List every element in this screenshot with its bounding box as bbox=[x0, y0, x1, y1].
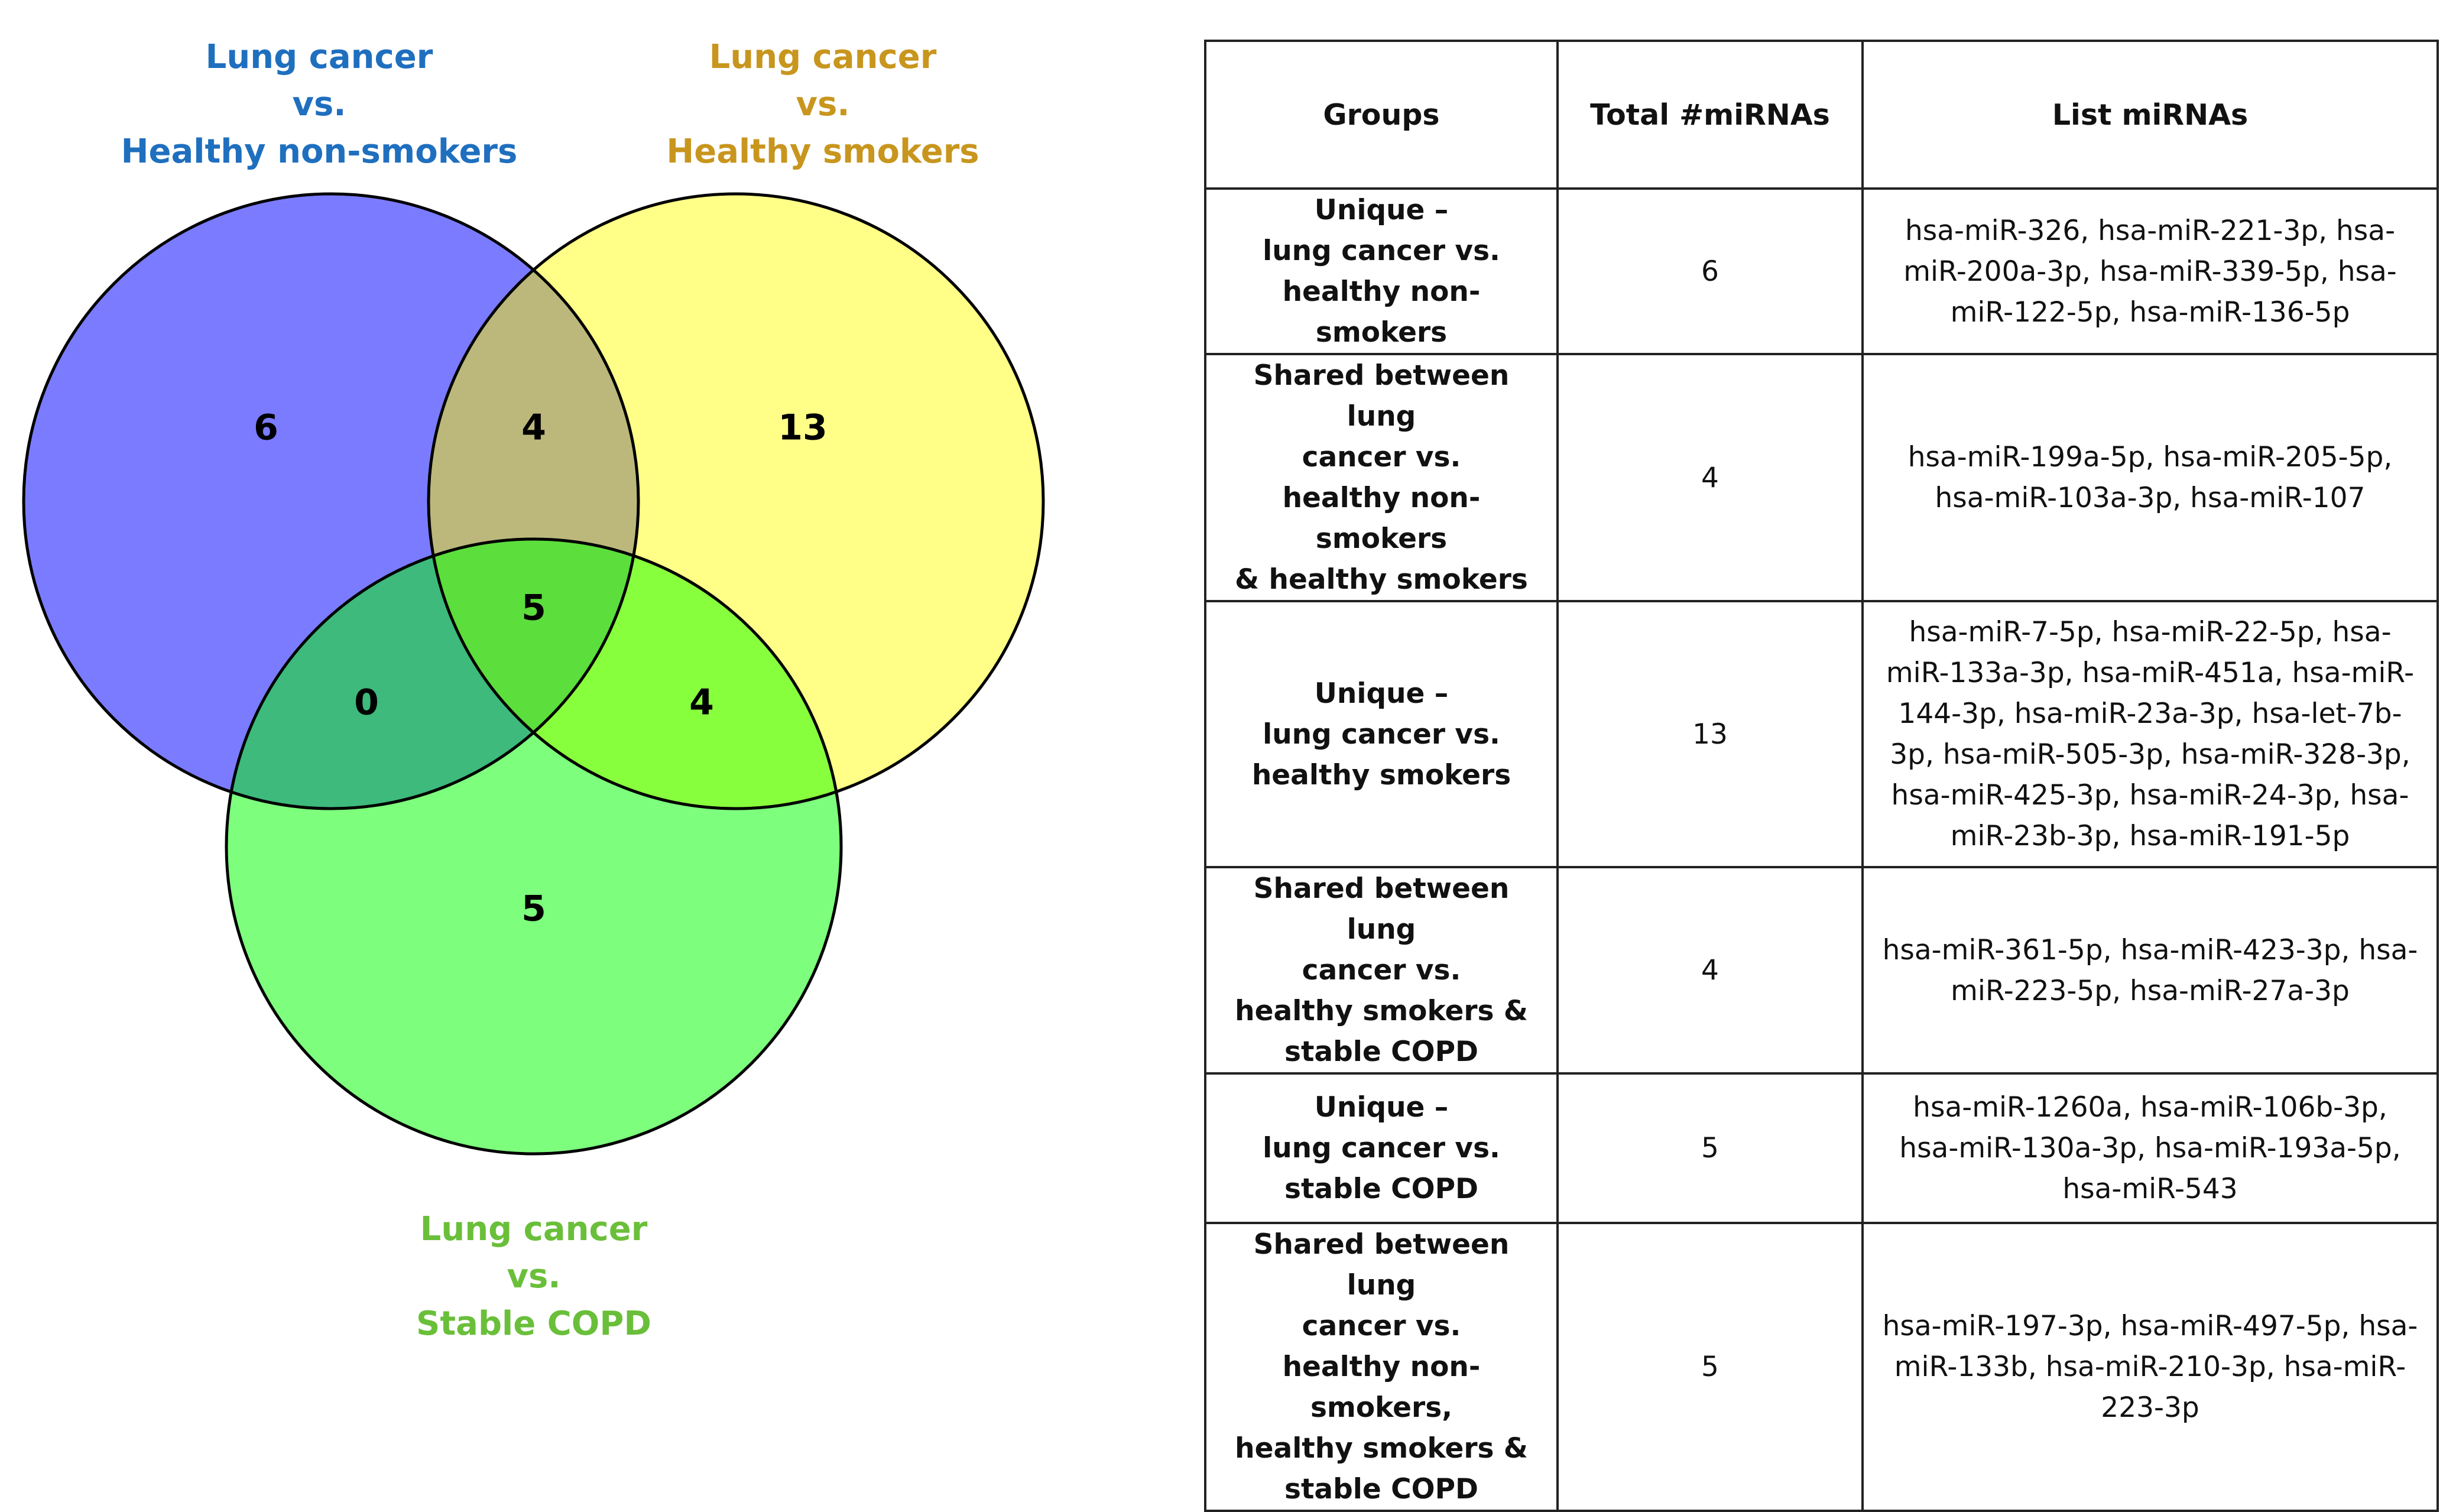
cell-total: 4 bbox=[1556, 353, 1864, 602]
svg-text:Lung cancer: Lung cancer bbox=[709, 38, 937, 76]
cell-mirna-list: hsa-miR-199a-5p, hsa-miR-205-5p, hsa-miR-… bbox=[1861, 353, 2439, 602]
count-b-only: 13 bbox=[778, 407, 828, 449]
header-groups: Groups bbox=[1204, 40, 1559, 190]
group-line: cancer vs. bbox=[1302, 954, 1461, 987]
group-line: cancer vs. bbox=[1302, 1310, 1461, 1342]
mirna-table: Groups Total #miRNAs List miRNAs Unique … bbox=[1204, 40, 2439, 1512]
list-line: hsa-miR-326, hsa-miR-221-3p, hsa- bbox=[1905, 214, 2396, 247]
cell-group: Unique – lung cancer vs. healthy non-smoke… bbox=[1204, 187, 1559, 355]
group-line: Unique – bbox=[1314, 194, 1449, 226]
set-b-label: Lung cancer vs. Healthy smokers bbox=[666, 38, 979, 171]
list-line: hsa-miR-130a-3p, hsa-miR-193a-5p, bbox=[1899, 1132, 2401, 1164]
svg-text:vs.: vs. bbox=[507, 1257, 560, 1296]
list-line: miR-133a-3p, hsa-miR-451a, hsa-miR- bbox=[1886, 657, 2415, 689]
header-list: List miRNAs bbox=[1861, 40, 2439, 190]
table-row: Unique – lung cancer vs. healthy non-smoke… bbox=[1204, 187, 2439, 355]
cell-mirna-list: hsa-miR-1260a, hsa-miR-106b-3p, hsa-miR-1… bbox=[1861, 1072, 2439, 1224]
list-line: 144-3p, hsa-miR-23a-3p, hsa-let-7b- bbox=[1898, 697, 2402, 730]
list-line: hsa-miR-199a-5p, hsa-miR-205-5p, bbox=[1907, 441, 2393, 473]
cell-group: Unique – lung cancer vs. healthy smokers bbox=[1204, 600, 1559, 868]
cell-total: 6 bbox=[1556, 187, 1864, 355]
list-line: hsa-miR-361-5p, hsa-miR-423-3p, hsa- bbox=[1882, 933, 2418, 966]
group-line: cancer vs. bbox=[1302, 441, 1461, 473]
list-line: miR-23b-3p, hsa-miR-191-5p bbox=[1950, 820, 2350, 852]
cell-total: 13 bbox=[1556, 600, 1864, 868]
list-line: miR-200a-3p, hsa-miR-339-5p, hsa- bbox=[1903, 255, 2397, 288]
group-line: Unique – bbox=[1314, 677, 1449, 710]
cell-group: Unique – lung cancer vs. stable COPD bbox=[1204, 1072, 1559, 1224]
svg-text:vs.: vs. bbox=[292, 85, 346, 124]
group-line: healthy non-smokers bbox=[1282, 482, 1481, 555]
set-a-outline bbox=[22, 192, 640, 810]
cell-mirna-list: hsa-miR-326, hsa-miR-221-3p, hsa-miR-200… bbox=[1861, 187, 2439, 355]
group-line: healthy non-smokers, bbox=[1282, 1351, 1481, 1424]
list-line: hsa-miR-197-3p, hsa-miR-497-5p, hsa- bbox=[1882, 1310, 2418, 1342]
cell-total: 5 bbox=[1556, 1072, 1864, 1224]
svg-text:Lung cancer: Lung cancer bbox=[420, 1210, 648, 1248]
group-line: stable COPD bbox=[1284, 1173, 1479, 1205]
group-line: healthy non-smokers bbox=[1282, 275, 1481, 349]
group-line: stable COPD bbox=[1284, 1036, 1479, 1068]
group-line: lung cancer vs. bbox=[1263, 235, 1500, 267]
list-line: 223-3p bbox=[2101, 1391, 2199, 1424]
venn-diagram: 6 4 13 5 0 4 5 Lung cancer vs. Healthy n… bbox=[22, 38, 1045, 1343]
svg-text:Healthy smokers: Healthy smokers bbox=[666, 132, 979, 171]
header-total: Total #miRNAs bbox=[1556, 40, 1864, 190]
table-row: Shared between lung cancer vs. healthy smo… bbox=[1204, 866, 2439, 1075]
group-line: Shared between lung bbox=[1253, 359, 1510, 433]
group-line: healthy smokers bbox=[1251, 758, 1511, 791]
group-line: healthy smokers & bbox=[1235, 995, 1528, 1027]
count-bc: 4 bbox=[689, 682, 714, 723]
table-row: Shared between lung cancer vs. healthy non… bbox=[1204, 353, 2439, 602]
list-line: hsa-miR-7-5p, hsa-miR-22-5p, hsa- bbox=[1909, 616, 2392, 648]
group-line: lung cancer vs. bbox=[1263, 1132, 1500, 1164]
set-c-label: Lung cancer vs. Stable COPD bbox=[416, 1210, 651, 1343]
mirna-table-container: Groups Total #miRNAs List miRNAs Unique … bbox=[1204, 40, 2439, 1512]
count-abc: 5 bbox=[521, 588, 546, 629]
set-b-outline bbox=[427, 192, 1045, 810]
set-c-outline bbox=[225, 537, 843, 1156]
table-row: Unique – lung cancer vs. healthy smokers 13… bbox=[1204, 600, 2439, 868]
svg-text:Healthy non-smokers: Healthy non-smokers bbox=[121, 132, 518, 171]
group-line: stable COPD bbox=[1284, 1473, 1479, 1505]
cell-total: 4 bbox=[1556, 866, 1864, 1075]
list-line: hsa-miR-1260a, hsa-miR-106b-3p, bbox=[1913, 1091, 2387, 1124]
group-line: & healthy smokers bbox=[1235, 563, 1528, 596]
group-line: healthy smokers & bbox=[1235, 1432, 1528, 1465]
cell-mirna-list: hsa-miR-361-5p, hsa-miR-423-3p, hsa-miR-… bbox=[1861, 866, 2439, 1075]
list-line: 3p, hsa-miR-505-3p, hsa-miR-328-3p, bbox=[1890, 738, 2410, 771]
set-a-label: Lung cancer vs. Healthy non-smokers bbox=[121, 38, 518, 171]
region-bc bbox=[429, 539, 841, 809]
cell-group: Shared between lung cancer vs. healthy non… bbox=[1204, 353, 1559, 602]
list-line: miR-122-5p, hsa-miR-136-5p bbox=[1950, 296, 2350, 329]
cell-group: Shared between lung cancer vs. healthy smo… bbox=[1204, 866, 1559, 1075]
region-ac bbox=[226, 539, 638, 809]
svg-text:Lung cancer: Lung cancer bbox=[206, 38, 433, 76]
group-line: lung cancer vs. bbox=[1263, 718, 1500, 751]
svg-text:Stable COPD: Stable COPD bbox=[416, 1305, 651, 1343]
count-ac: 0 bbox=[354, 682, 379, 723]
count-a-only: 6 bbox=[254, 407, 278, 449]
table-header-row: Groups Total #miRNAs List miRNAs bbox=[1204, 40, 2439, 190]
count-c-only: 5 bbox=[521, 888, 546, 930]
list-line: hsa-miR-103a-3p, hsa-miR-107 bbox=[1935, 482, 2366, 514]
svg-text:vs.: vs. bbox=[796, 85, 849, 124]
group-line: Unique – bbox=[1314, 1091, 1449, 1124]
list-line: miR-223-5p, hsa-miR-27a-3p bbox=[1951, 974, 2350, 1007]
cell-mirna-list: hsa-miR-7-5p, hsa-miR-22-5p, hsa-miR-133… bbox=[1861, 600, 2439, 868]
group-line: Shared between lung bbox=[1253, 872, 1510, 946]
list-line: hsa-miR-425-3p, hsa-miR-24-3p, hsa- bbox=[1891, 779, 2409, 812]
count-ab: 4 bbox=[521, 407, 546, 449]
group-line: Shared between lung bbox=[1253, 1228, 1510, 1302]
list-line: hsa-miR-543 bbox=[2062, 1173, 2238, 1205]
